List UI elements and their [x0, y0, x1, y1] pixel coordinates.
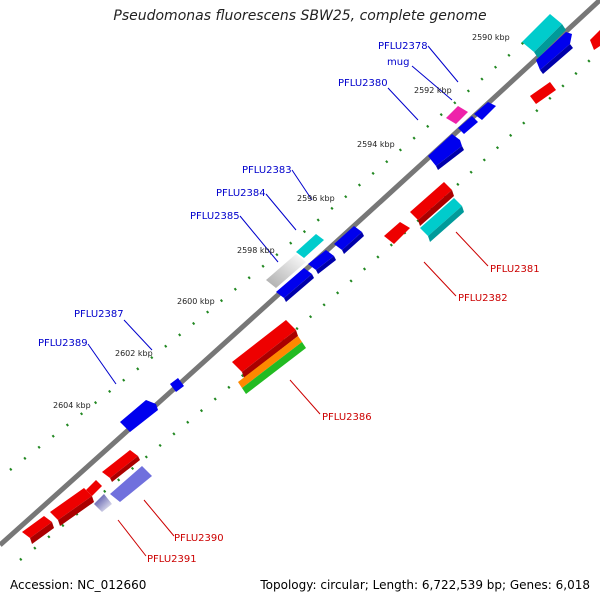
tick-label: 2600 kbp	[177, 297, 215, 306]
gene-reverse-2592[interactable]	[530, 82, 556, 104]
reverse-gene-labels: PFLU2381 PFLU2382 PFLU2386 PFLU2390 PFLU…	[147, 264, 540, 565]
gene-PFLU2383[interactable]	[296, 234, 324, 258]
gene-PFLU2386[interactable]	[232, 320, 306, 394]
tick-track-outer	[9, 9, 561, 471]
tick-label: 2604 kbp	[53, 401, 91, 410]
label-mug[interactable]: mug	[387, 57, 409, 68]
tick-label: 2602 kbp	[115, 349, 153, 358]
forward-strand-genes	[120, 14, 573, 432]
gene-PFLU2380[interactable]	[428, 134, 464, 170]
gene-PFLU2385[interactable]	[266, 254, 306, 288]
label-PFLU2380[interactable]: PFLU2380	[338, 78, 388, 89]
gene-PFLU2382[interactable]	[420, 198, 464, 242]
label-PFLU2386[interactable]: PFLU2386	[322, 412, 372, 423]
tick-label: 2596 kbp	[297, 194, 335, 203]
tick-label: 2590 kbp	[472, 33, 510, 42]
gene-forward-2596[interactable]	[334, 226, 364, 254]
label-PFLU2384[interactable]: PFLU2384	[216, 188, 266, 199]
forward-gene-labels: PFLU2378 mug PFLU2380 PFLU2383 PFLU2384 …	[38, 41, 428, 349]
gene-forward-2590[interactable]	[536, 32, 573, 74]
label-PFLU2382[interactable]: PFLU2382	[458, 293, 508, 304]
gene-reverse-2590[interactable]	[590, 30, 600, 50]
gene-PFLU2387[interactable]	[170, 378, 184, 392]
gene-forward-2598[interactable]	[276, 268, 314, 302]
gene-PFLU2384[interactable]	[308, 250, 336, 274]
tick-label: 2592 kbp	[414, 86, 452, 95]
label-PFLU2381[interactable]: PFLU2381	[490, 264, 540, 275]
map-title: Pseudomonas fluorescens SBW25, complete …	[113, 8, 487, 24]
tick-label: 2594 kbp	[357, 140, 395, 149]
reverse-strand-genes	[22, 30, 600, 544]
genome-summary-text: Topology: circular; Length: 6,722,539 bp…	[260, 578, 590, 592]
label-PFLU2389[interactable]: PFLU2389	[38, 338, 88, 349]
label-PFLU2390[interactable]: PFLU2390	[174, 533, 224, 544]
accession-text: Accession: NC_012660	[10, 578, 147, 592]
label-PFLU2378[interactable]: PFLU2378	[378, 41, 428, 52]
gene-PFLU2381[interactable]	[384, 182, 454, 244]
label-connectors	[87, 45, 489, 557]
gene-mug[interactable]	[446, 106, 468, 124]
gene-forward-2592a[interactable]	[458, 116, 478, 134]
label-PFLU2387[interactable]: PFLU2387	[74, 309, 124, 320]
tick-track-inner	[19, 59, 591, 561]
gene-PFLU2389[interactable]	[120, 400, 158, 432]
label-PFLU2383[interactable]: PFLU2383	[242, 165, 292, 176]
gene-PFLU2391[interactable]	[22, 488, 112, 544]
gene-forward-2592b[interactable]	[474, 102, 496, 120]
label-PFLU2385[interactable]: PFLU2385	[190, 211, 240, 222]
label-PFLU2391[interactable]: PFLU2391	[147, 554, 197, 565]
gene-PFLU2378[interactable]	[522, 14, 566, 58]
tick-label: 2598 kbp	[237, 246, 275, 255]
tick-labels: 2590 kbp 2592 kbp 2594 kbp 2596 kbp 2598…	[53, 33, 510, 410]
gene-PFLU2390[interactable]	[86, 450, 152, 502]
